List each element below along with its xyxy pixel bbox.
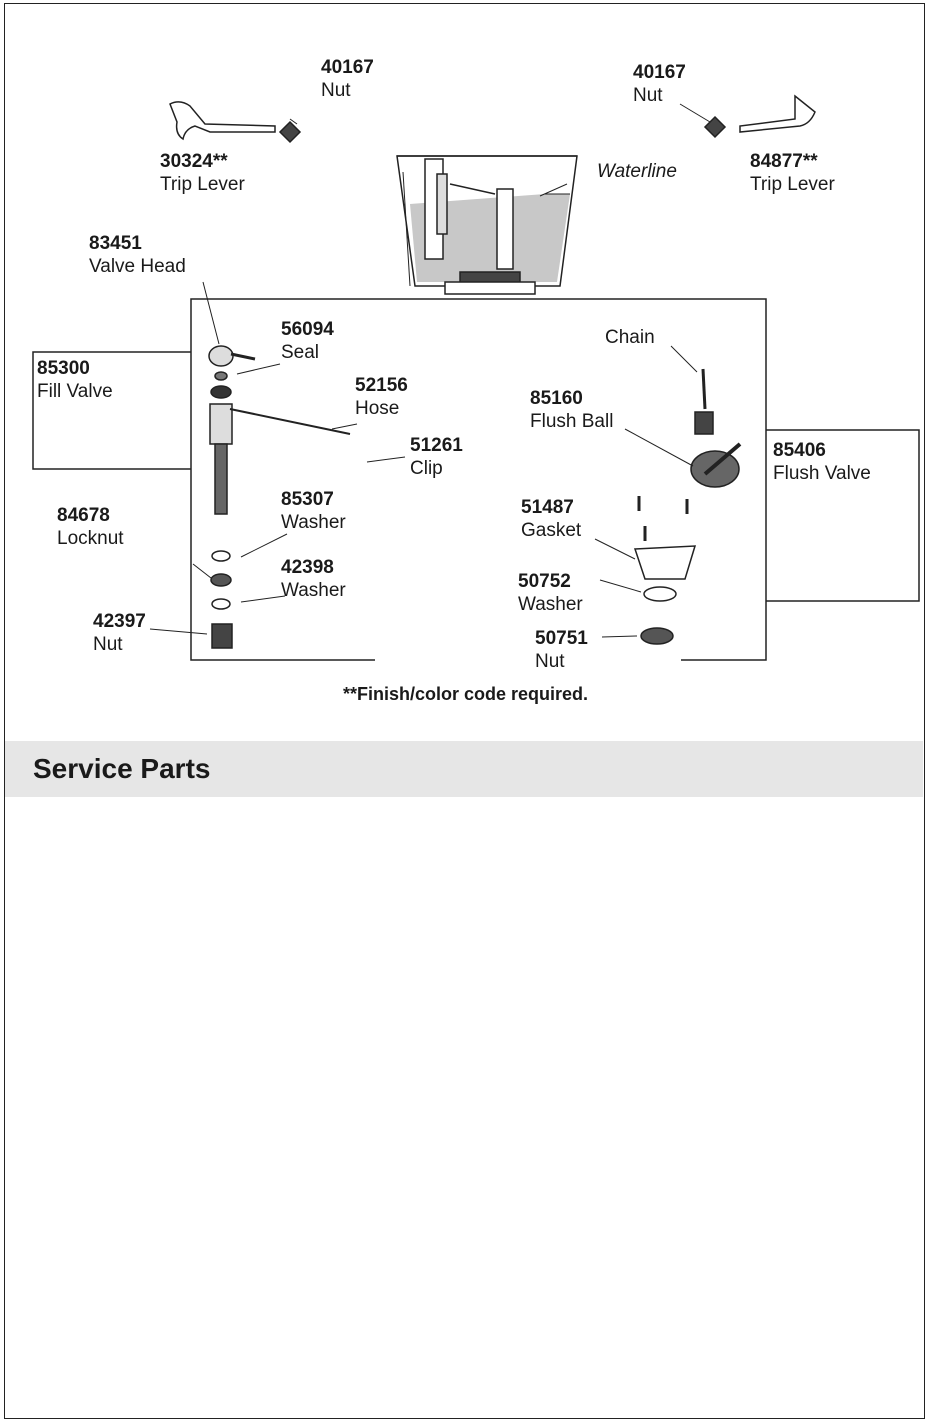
- label-nut-left: 40167 Nut: [321, 56, 374, 102]
- main-frame: [190, 298, 767, 661]
- part-number: 40167: [321, 57, 374, 78]
- part-name: Fill Valve: [37, 381, 113, 402]
- part-number: 52156: [355, 375, 408, 396]
- part-number: 40167: [633, 62, 686, 83]
- part-number: 85406: [773, 440, 826, 461]
- part-number: 50751: [535, 628, 588, 649]
- part-name: Flush Valve: [773, 463, 871, 484]
- part-number: 42398: [281, 557, 334, 578]
- label-gasket: 51487 Gasket: [521, 496, 581, 542]
- fill-valve-shape: [208, 345, 351, 649]
- part-number: 51261: [410, 435, 463, 456]
- part-number: 85300: [37, 358, 90, 379]
- part-number: 84877**: [750, 151, 818, 172]
- trip-lever-right-shape: [703, 94, 816, 139]
- label-chain: Chain: [605, 327, 655, 348]
- label-trip-lever-left: 30324** Trip Lever: [160, 150, 245, 196]
- label-flush-valve: 85406 Flush Valve: [773, 439, 871, 485]
- part-number: 50752: [518, 571, 571, 592]
- label-washer-42398: 42398 Washer: [281, 556, 346, 602]
- label-clip: 51261 Clip: [410, 434, 463, 480]
- part-name: Nut: [321, 80, 351, 101]
- part-name: Trip Lever: [160, 174, 245, 195]
- part-number: 30324**: [160, 151, 228, 172]
- label-nut-42397: 42397 Nut: [93, 610, 146, 656]
- label-waterline: Waterline: [597, 161, 677, 182]
- part-name: Gasket: [521, 520, 582, 541]
- part-name: Seal: [281, 342, 320, 363]
- label-trip-lever-right: 84877** Trip Lever: [750, 150, 835, 196]
- label-fill-valve: 85300 Fill Valve: [37, 357, 113, 403]
- label-valve-head: 83451 Valve Head: [89, 232, 186, 278]
- service-parts-header: Service Parts: [5, 741, 923, 797]
- label-washer-50752: 50752 Washer: [518, 570, 583, 616]
- fill-valve-box: [32, 351, 191, 470]
- part-name: Trip Lever: [750, 174, 835, 195]
- part-name: Locknut: [57, 528, 124, 549]
- tank-illustration: [396, 155, 578, 295]
- part-name: Nut: [633, 85, 663, 106]
- part-name: Washer: [281, 512, 346, 533]
- label-seal: 56094 Seal: [281, 318, 334, 364]
- part-number: 83451: [89, 233, 142, 254]
- part-number: 42397: [93, 611, 146, 632]
- label-nut-50751: 50751 Nut: [535, 627, 588, 673]
- part-number: 85307: [281, 489, 334, 510]
- label-flush-ball: 85160 Flush Ball: [530, 387, 613, 433]
- part-name: Nut: [93, 634, 123, 655]
- part-name: Flush Ball: [530, 411, 614, 432]
- exploded-parts-diagram: [32, 94, 920, 661]
- label-locknut: 84678 Locknut: [57, 504, 124, 550]
- part-name: Washer: [518, 594, 583, 615]
- part-name: Nut: [535, 651, 565, 672]
- part-name: Hose: [355, 398, 400, 419]
- flush-valve-shape: [633, 368, 742, 645]
- trip-lever-left-shape: [169, 101, 302, 144]
- part-name: Valve Head: [89, 256, 186, 277]
- page: 40167 Nut 40167 Nut 30324** Trip Lever 8…: [4, 3, 925, 1419]
- part-name: Washer: [281, 580, 346, 601]
- part-number: 56094: [281, 319, 334, 340]
- part-number: 51487: [521, 497, 574, 518]
- label-washer-85307: 85307 Washer: [281, 488, 346, 534]
- label-nut-right: 40167 Nut: [633, 61, 686, 107]
- part-number: 84678: [57, 505, 110, 526]
- finish-code-footnote: **Finish/color code required.: [342, 684, 589, 704]
- part-name: Clip: [410, 458, 443, 479]
- label-hose: 52156 Hose: [355, 374, 408, 420]
- flush-valve-box: [766, 429, 920, 602]
- part-number: 85160: [530, 388, 583, 409]
- section-title: Service Parts: [33, 753, 211, 784]
